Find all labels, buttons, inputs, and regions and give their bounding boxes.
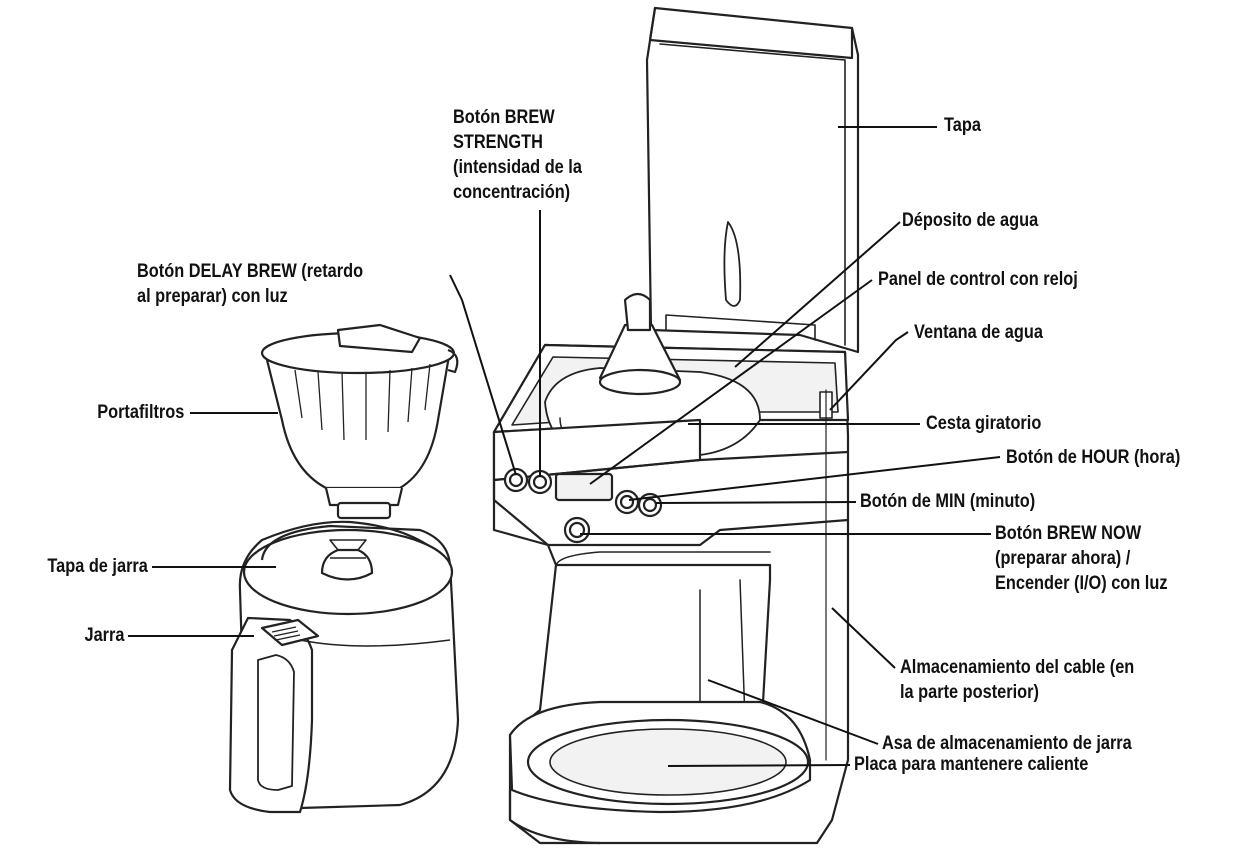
label-asa: Asa de almacenamiento de jarra bbox=[882, 733, 1132, 754]
lid-drawing bbox=[645, 6, 860, 354]
leader-delay-brew bbox=[449, 274, 517, 476]
label-ventana: Ventana de agua bbox=[914, 322, 1043, 343]
leader-cable bbox=[831, 607, 896, 669]
label-brew-strength: Botón BREW STRENGTH (intensidad de la co… bbox=[453, 107, 582, 203]
leader-asa bbox=[707, 679, 879, 745]
label-hour: Botón de HOUR (hora) bbox=[1006, 447, 1181, 468]
leader-placa bbox=[667, 764, 851, 767]
label-cesta: Cesta giratorio bbox=[926, 413, 1042, 434]
leader-min bbox=[655, 501, 857, 504]
filter-basket-illustration bbox=[260, 323, 459, 520]
label-cable: Almacenamiento del cable (en la parte po… bbox=[900, 657, 1135, 703]
label-brew-now: Botón BREW NOW (preparar ahora) / Encend… bbox=[995, 523, 1168, 594]
coffee-maker-illustration bbox=[492, 6, 860, 845]
label-jarra: Jarra bbox=[84, 625, 124, 646]
carafe-illustration bbox=[228, 520, 460, 814]
leader-panel-control bbox=[589, 279, 873, 485]
leader-deposito bbox=[734, 221, 901, 368]
leader-hour bbox=[628, 456, 1001, 501]
label-deposito: Déposito de agua bbox=[902, 210, 1039, 231]
label-delay-brew: Botón DELAY BREW (retardo al preparar) c… bbox=[137, 261, 364, 307]
leader-lines bbox=[128, 126, 1001, 767]
label-portafiltros: Portafiltros bbox=[96, 402, 184, 423]
label-tapa-jarra: Tapa de jarra bbox=[47, 556, 148, 577]
label-min: Botón de MIN (minuto) bbox=[860, 491, 1036, 512]
label-panel-control: Panel de control con reloj bbox=[878, 269, 1078, 290]
leader-ventana bbox=[829, 331, 909, 411]
label-placa: Placa para mantenere caliente bbox=[854, 754, 1089, 775]
label-tapa: Tapa bbox=[944, 115, 981, 136]
